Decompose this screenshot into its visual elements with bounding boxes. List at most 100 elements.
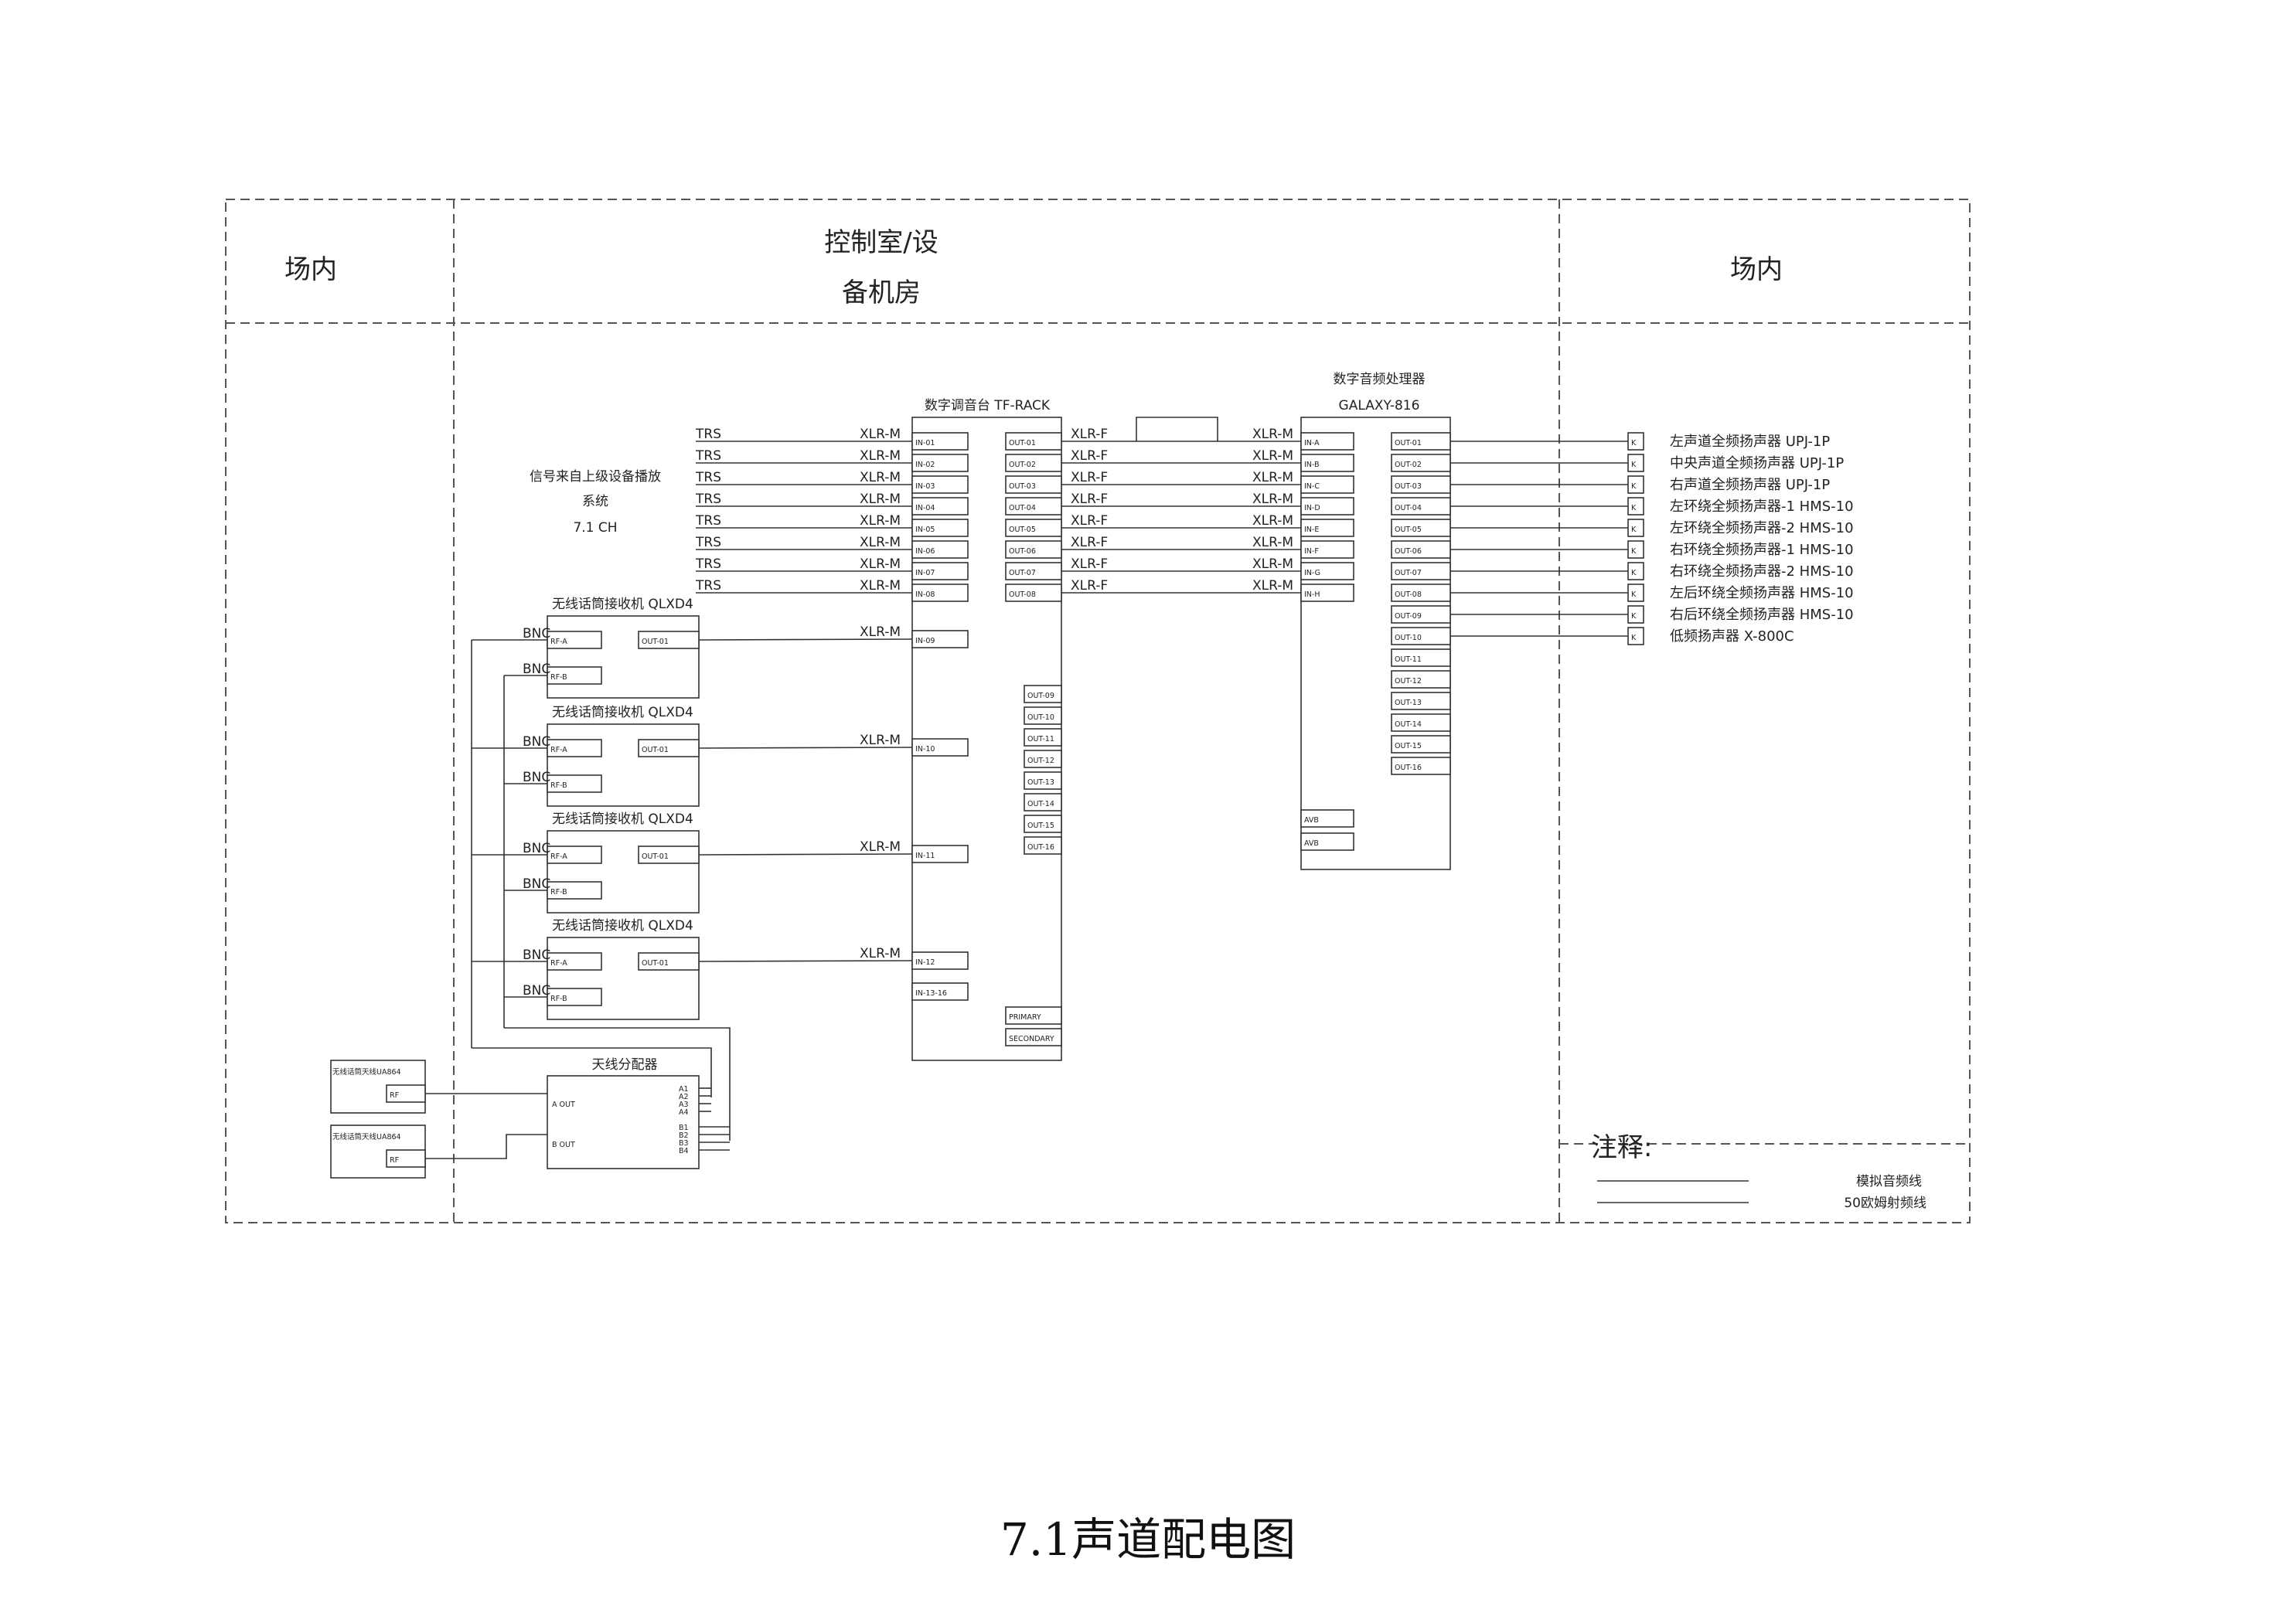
processor-output-14-label: OUT-14 xyxy=(1395,720,1422,729)
xlr-m-label-6: XLR-M xyxy=(860,535,901,550)
source-label-line2: 系统 xyxy=(582,494,608,509)
source-label-line3: 7.1 CH xyxy=(573,520,617,536)
xlr-m-label-2: XLR-M xyxy=(860,448,901,464)
processor-input-1-label: IN-A xyxy=(1304,439,1320,447)
speaker-icon-glyph: K xyxy=(1631,461,1637,469)
link-loop xyxy=(1136,417,1218,441)
bnc-label-b-1: BNC xyxy=(523,662,550,677)
legend-title: 注释: xyxy=(1591,1132,1652,1163)
trs-label-8: TRS xyxy=(695,578,721,594)
splitter-port-b-3: B3 xyxy=(679,1139,689,1148)
rf-b-trunk-to-splitter xyxy=(504,1027,731,1141)
receiver-rf-a-1-label: RF-A xyxy=(550,638,567,646)
processor-title-line1: 数字音频处理器 xyxy=(1334,372,1426,387)
processor-title-line2: GALAXY-816 xyxy=(1339,398,1420,413)
mixer-input-7-label: IN-07 xyxy=(915,569,935,577)
antenna-rf-port-1-label: RF xyxy=(390,1091,399,1100)
receiver-to-mixer-wire-3 xyxy=(698,853,913,856)
processor-output-13-label: OUT-13 xyxy=(1395,699,1422,707)
mixer-output-bottom-7-label: OUT-15 xyxy=(1027,822,1054,830)
xlr-f-label-6: XLR-F xyxy=(1071,535,1108,550)
mixer-output-bottom-8-label: OUT-16 xyxy=(1027,843,1054,852)
receiver-rf-b-3-label: RF-B xyxy=(550,888,567,897)
trs-label-4: TRS xyxy=(695,492,721,507)
speaker-icon xyxy=(1627,432,1644,451)
speaker-icon xyxy=(1627,475,1644,494)
receiver-out-3-label: OUT-01 xyxy=(642,852,669,861)
speaker-label-3: 右声道全频扬声器 UPJ-1P xyxy=(1670,477,1830,493)
receiver-body-4 xyxy=(547,937,700,1020)
speaker-label-10: 低频扬声器 X-800C xyxy=(1670,628,1794,645)
mixer-output-bottom-3-label: OUT-11 xyxy=(1027,735,1054,743)
processor-input-5-label: IN-E xyxy=(1304,526,1319,534)
proc-xlr-m-label-4: XLR-M xyxy=(1252,492,1293,507)
mixer-output-bottom-8 xyxy=(1024,836,1062,855)
processor-output-1-label: OUT-01 xyxy=(1395,439,1422,447)
speaker-icon xyxy=(1627,584,1644,602)
processor-avb-1 xyxy=(1300,809,1354,828)
speaker-label-5: 左环绕全频扬声器-2 HMS-10 xyxy=(1670,520,1854,536)
proc-xlr-m-label-6: XLR-M xyxy=(1252,535,1293,550)
speaker-label-2: 中央声道全频扬声器 UPJ-1P xyxy=(1670,455,1844,471)
speaker-icon-glyph: K xyxy=(1631,504,1637,512)
mixer-secondary-port xyxy=(1005,1028,1062,1046)
processor-input-8-label: IN-H xyxy=(1304,590,1320,599)
speaker-icon xyxy=(1627,497,1644,515)
mixer-mic-input-5 xyxy=(911,982,969,1001)
processor-output-16-label: OUT-16 xyxy=(1395,764,1422,772)
trs-label-2: TRS xyxy=(695,448,721,464)
processor-output-9-label: OUT-09 xyxy=(1395,612,1422,621)
zone-left-title: 场内 xyxy=(284,254,337,285)
receiver-out-1-label: OUT-01 xyxy=(642,638,669,646)
splitter-port-b-4: B4 xyxy=(679,1147,689,1155)
mixer-output-bottom-1-label: OUT-09 xyxy=(1027,692,1054,700)
receiver-title-1: 无线话筒接收机 QLXD4 xyxy=(552,597,693,612)
receiver-rf-b-2-label: RF-B xyxy=(550,781,567,790)
xlr-m-label-7: XLR-M xyxy=(860,556,901,572)
zone-center-title-line1: 控制室/设 xyxy=(824,227,938,258)
bnc-label-b-2: BNC xyxy=(523,770,550,785)
speaker-icon xyxy=(1627,454,1644,472)
bnc-label-a-3: BNC xyxy=(523,841,550,856)
receiver-body-3 xyxy=(547,830,700,914)
xlr-m-label-3: XLR-M xyxy=(860,470,901,485)
processor-output-16 xyxy=(1391,757,1451,775)
rf-a-trunk-to-splitter xyxy=(472,1047,712,1097)
receiver-xlr-label-2: XLR-M xyxy=(860,733,901,748)
mixer-mic-input-1-label: IN-09 xyxy=(915,637,935,645)
trs-label-7: TRS xyxy=(695,556,721,572)
receiver-title-2: 无线话筒接收机 QLXD4 xyxy=(552,705,693,720)
receiver-rf-a-4-label: RF-A xyxy=(550,959,567,968)
xlr-f-label-1: XLR-F xyxy=(1071,427,1108,442)
trs-label-5: TRS xyxy=(695,513,721,529)
splitter-body xyxy=(547,1075,700,1169)
speaker-label-7: 右环绕全频扬声器-2 HMS-10 xyxy=(1670,563,1854,580)
splitter-port-a-4: A4 xyxy=(679,1108,689,1117)
zone-right-title: 场内 xyxy=(1730,254,1783,285)
antenna-b-to-splitter xyxy=(425,1134,547,1159)
proc-xlr-m-label-3: XLR-M xyxy=(1252,470,1293,485)
mixer-output-bottom-5 xyxy=(1024,771,1062,790)
mixer-output-3-label: OUT-03 xyxy=(1009,482,1036,491)
processor-output-6-label: OUT-06 xyxy=(1395,547,1422,556)
mixer-output-1-label: OUT-01 xyxy=(1009,439,1036,447)
bnc-label-b-4: BNC xyxy=(523,983,550,999)
mixer-output-bottom-2 xyxy=(1024,706,1062,725)
bnc-label-b-3: BNC xyxy=(523,876,550,892)
antenna-rf-port-2-label: RF xyxy=(390,1156,399,1165)
mixer-output-bottom-2-label: OUT-10 xyxy=(1027,713,1054,722)
processor-input-3-label: IN-C xyxy=(1304,482,1320,491)
trs-label-6: TRS xyxy=(695,535,721,550)
receiver-rf-b-4-label: RF-B xyxy=(550,995,567,1003)
processor-output-12-label: OUT-12 xyxy=(1395,677,1422,686)
speaker-icon-glyph: K xyxy=(1631,482,1637,491)
processor-output-12 xyxy=(1391,670,1451,689)
processor-output-4-label: OUT-04 xyxy=(1395,504,1422,512)
speaker-icon xyxy=(1627,605,1644,624)
receiver-rf-a-2-label: RF-A xyxy=(550,746,567,754)
processor-ports: IN-AIN-BIN-CIN-DIN-EIN-FIN-GIN-HOUT-01OU… xyxy=(1300,432,1451,851)
receiver-xlr-label-1: XLR-M xyxy=(860,624,901,640)
zone-frame xyxy=(225,199,1971,1223)
